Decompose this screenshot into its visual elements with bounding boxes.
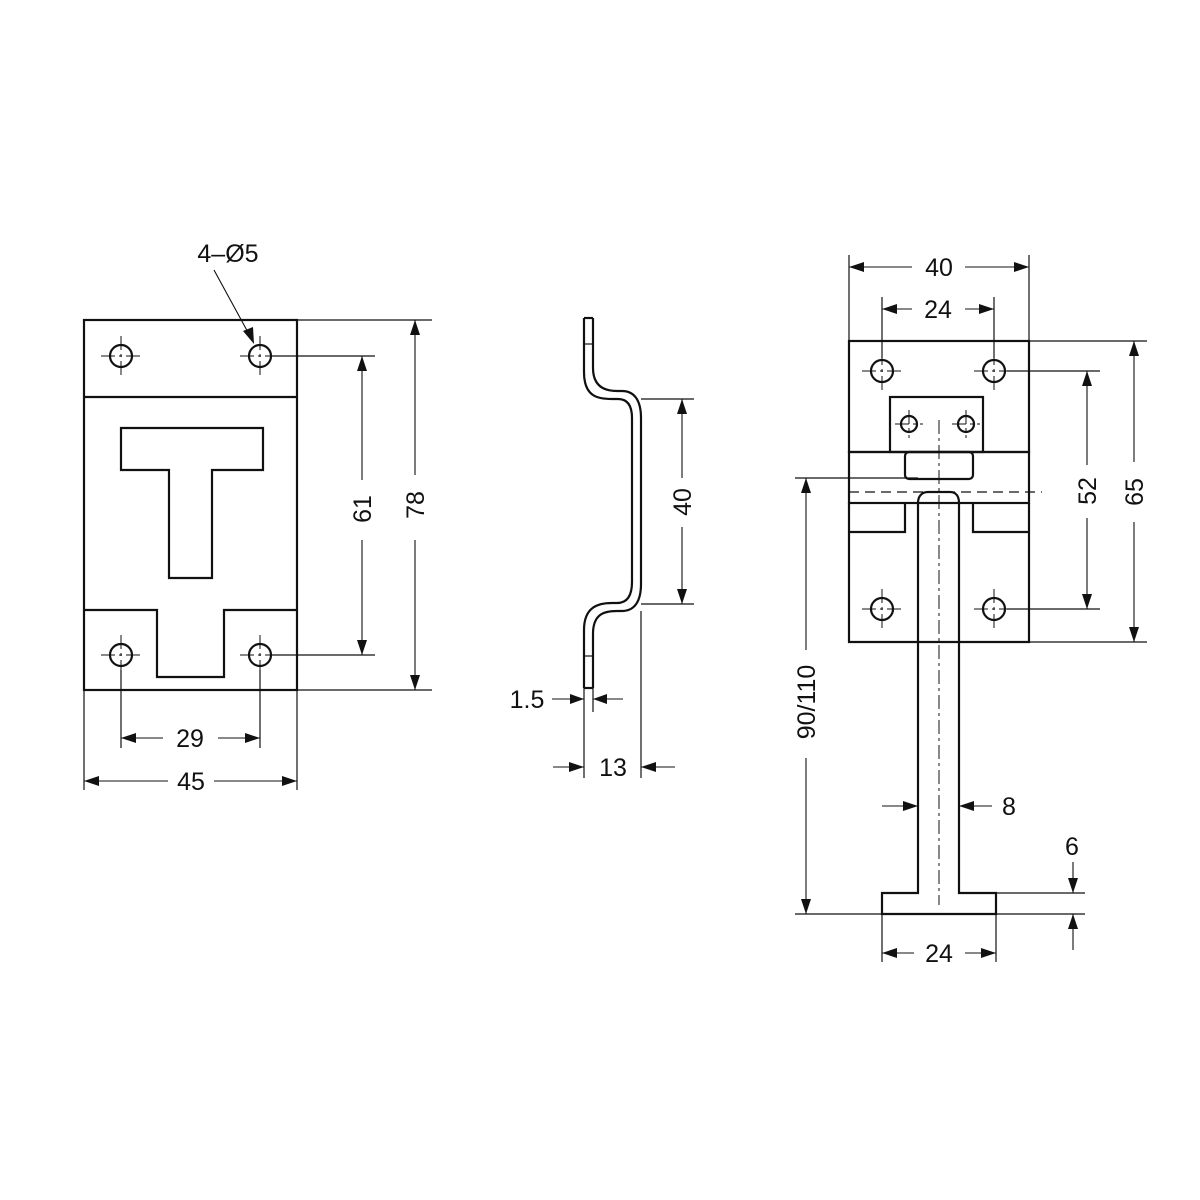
hook-lower-plate-left-lug	[849, 503, 907, 534]
dim-65-label: 65	[1121, 478, 1149, 506]
hole-callout-leader	[213, 269, 254, 344]
dim-6-lines	[996, 862, 1085, 950]
dim-40-hook-label: 40	[925, 254, 953, 282]
hook-tab-hole	[952, 410, 980, 438]
dim-40-profile-label: 40	[669, 488, 697, 516]
side-profile-view: 40 1.5 13	[510, 316, 697, 782]
dim-24-top-lines	[881, 297, 995, 358]
dim-1-5-label: 1.5	[510, 686, 545, 714]
keeper-plate-view: 4–Ø5 61 78 29	[82, 240, 432, 796]
dim-24-top-label: 24	[924, 296, 952, 324]
hook-mounting-hole	[862, 589, 902, 629]
dim-40-hook-lines	[848, 255, 1030, 341]
dim-6-label: 6	[1065, 833, 1079, 861]
dim-61-label: 61	[349, 495, 377, 523]
hook-lower-plate-right-lug	[971, 503, 1029, 534]
hook-lower-plate	[847, 503, 1031, 644]
hook-shank	[880, 490, 998, 916]
hole-callout-label: 4–Ø5	[197, 240, 258, 268]
dim-78-lines	[297, 319, 432, 691]
hook-view: 40 24 52 65	[793, 254, 1149, 968]
dim-90-110-label: 90/110	[793, 665, 821, 740]
dim-40-profile-lines	[641, 398, 694, 605]
dim-52-label: 52	[1074, 477, 1102, 505]
dim-78-label: 78	[402, 491, 430, 519]
dim-8-label: 8	[1002, 793, 1016, 821]
dim-61-lines	[272, 355, 375, 656]
keeper-plate-bottom-notch	[84, 608, 297, 679]
dim-29-lines	[120, 670, 261, 748]
hook-tab-hole	[895, 410, 923, 438]
profile-outline-left	[582, 318, 634, 688]
keeper-mounting-hole	[101, 336, 141, 376]
dim-13-label: 13	[599, 754, 627, 782]
dim-24-bottom-label: 24	[925, 940, 953, 968]
t-slot-cutout	[119, 426, 265, 580]
dim-90-110-lines	[795, 477, 918, 915]
profile-outline-right	[591, 318, 643, 688]
dim-45-label: 45	[177, 768, 205, 796]
dim-8-lines	[882, 801, 992, 811]
dim-52-lines	[1007, 370, 1100, 610]
keeper-plate-outline	[82, 318, 299, 692]
dim-45-lines	[83, 690, 298, 790]
dim-65-lines	[1029, 340, 1147, 643]
dim-1-5-lines	[552, 688, 623, 712]
dim-13-lines	[553, 611, 675, 778]
keeper-mounting-hole	[101, 635, 141, 675]
dim-29-label: 29	[176, 725, 204, 753]
dim-24-bottom-lines	[881, 914, 997, 962]
